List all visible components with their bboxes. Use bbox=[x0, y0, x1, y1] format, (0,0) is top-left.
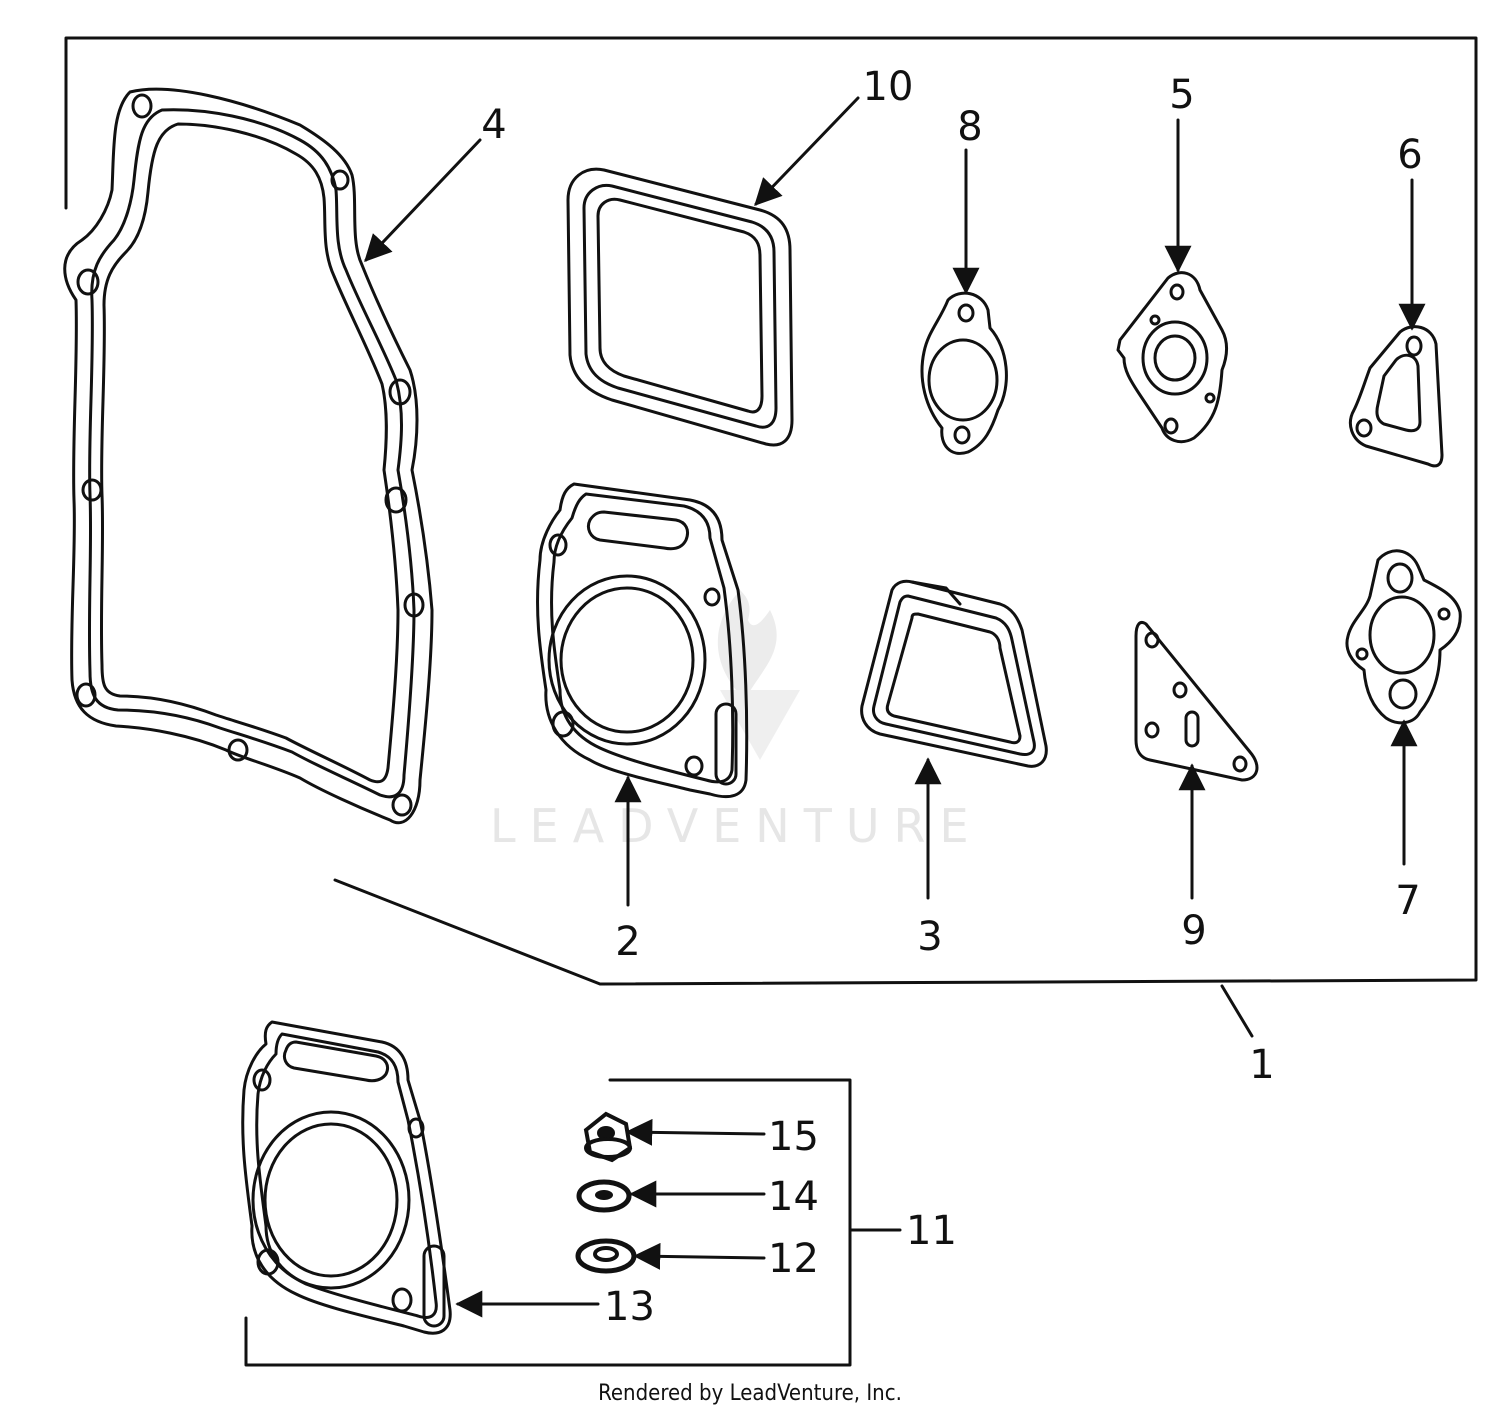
callout-10: 10 bbox=[863, 64, 914, 110]
callout-11: 11 bbox=[906, 1208, 957, 1254]
gasket-part-5 bbox=[1116, 271, 1229, 444]
callout-labels: 1 2 3 4 5 6 7 8 9 10 11 12 13 14 15 bbox=[481, 64, 1422, 1330]
callout-3: 3 bbox=[917, 914, 942, 960]
leader-12 bbox=[633, 1242, 766, 1270]
callout-12: 12 bbox=[768, 1236, 819, 1282]
footer-credit: Rendered by LeadVenture, Inc. bbox=[598, 1381, 902, 1406]
seal-part-14 bbox=[576, 1179, 632, 1213]
callout-14: 14 bbox=[768, 1174, 819, 1220]
callout-8: 8 bbox=[957, 104, 982, 150]
callout-6: 6 bbox=[1397, 132, 1422, 178]
leader-10 bbox=[754, 96, 860, 206]
gasket-part-7 bbox=[1345, 549, 1462, 725]
callout-2: 2 bbox=[615, 919, 640, 965]
callout-13: 13 bbox=[604, 1284, 655, 1330]
watermark-text: LEADVENTURE bbox=[490, 799, 983, 853]
kit-boundary bbox=[64, 36, 1478, 1038]
leader-4 bbox=[364, 138, 482, 262]
leader-arrows bbox=[364, 96, 1426, 1318]
callout-4: 4 bbox=[481, 102, 506, 148]
callout-7: 7 bbox=[1395, 878, 1420, 924]
gasket-part-6 bbox=[1349, 325, 1444, 468]
gasket-part-8 bbox=[920, 291, 1008, 455]
leader-15 bbox=[625, 1118, 766, 1146]
watermark: LEADVENTURE bbox=[490, 590, 983, 853]
washer-part-12 bbox=[575, 1238, 637, 1274]
callout-5: 5 bbox=[1169, 72, 1194, 118]
head-gasket-replacement bbox=[241, 1020, 452, 1335]
breather-gasket bbox=[860, 579, 1048, 768]
head-gasket-kit bbox=[536, 482, 749, 799]
crankcase-gasket bbox=[63, 87, 434, 825]
valve-cover-gasket bbox=[566, 167, 794, 447]
callout-15: 15 bbox=[768, 1114, 819, 1160]
gasket-part-9 bbox=[1134, 621, 1259, 782]
callout-9: 9 bbox=[1181, 908, 1206, 954]
cap-part-15 bbox=[583, 1111, 633, 1163]
callout-1: 1 bbox=[1249, 1042, 1274, 1088]
kit-11-bracket bbox=[244, 1078, 902, 1367]
